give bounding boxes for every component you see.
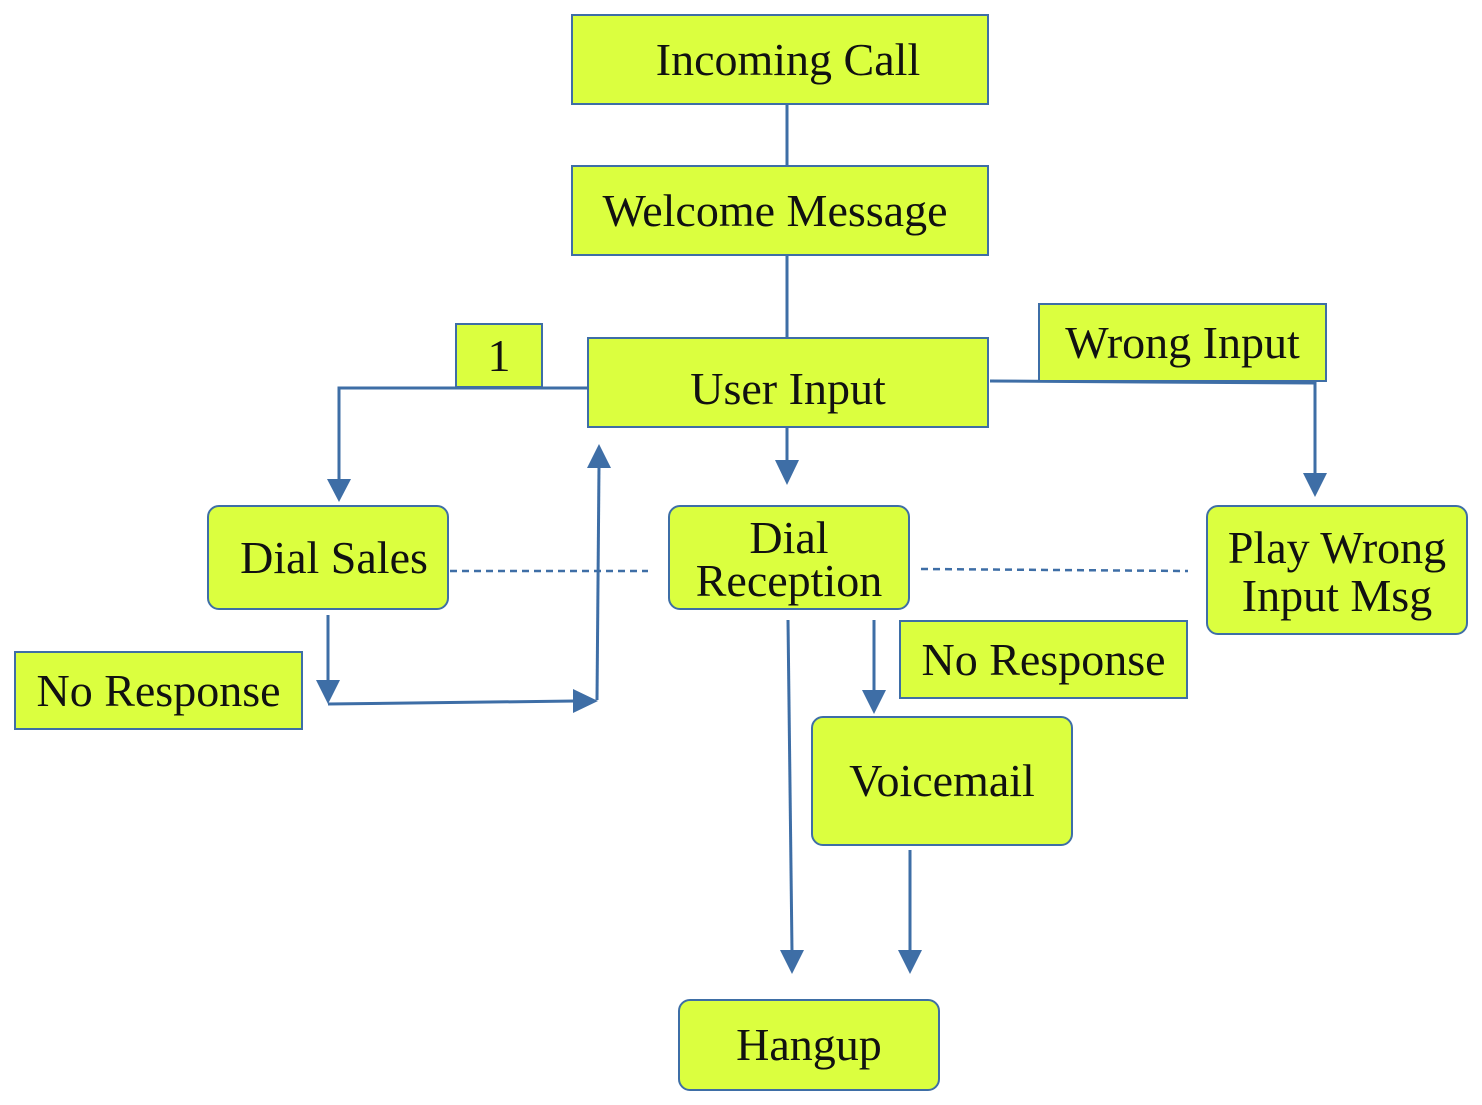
node-user-input-label: User Input (690, 362, 886, 414)
node-incoming-call: Incoming Call (571, 14, 989, 105)
node-voicemail-label: Voicemail (849, 755, 1035, 806)
edge-noresponse-right (327, 699, 576, 706)
edge-label-wrong-input: Wrong Input (1038, 303, 1327, 382)
node-dial-sales: Dial Sales (207, 505, 449, 610)
arrowhead-wrong (1303, 473, 1327, 497)
arrowhead-sales-down (316, 680, 340, 704)
node-dial-reception-line1: Dial (749, 512, 829, 564)
edge-label-no-response-sales-text: No Response (36, 664, 281, 716)
arrowhead-reception (775, 460, 799, 485)
node-play-wrong-input-msg: Play Wrong Input Msg (1206, 505, 1468, 635)
edge-label-wrong-input-text: Wrong Input (1065, 316, 1300, 368)
edge-userinput-to-dialsales (337, 386, 587, 480)
node-hangup-label: Hangup (736, 1019, 882, 1070)
arrowhead-right (573, 689, 598, 713)
node-dial-reception: Dial Reception (668, 505, 910, 610)
edge-label-no-response-reception-text: No Response (921, 633, 1166, 685)
edge-loop-up (595, 465, 601, 701)
edge-label-option-1-text: 1 (487, 329, 511, 381)
node-incoming-call-label: Incoming Call (655, 33, 921, 85)
node-welcome-message-label: Welcome Message (602, 184, 948, 236)
node-user-input: User Input (587, 337, 989, 428)
arrowhead-dialsales (327, 479, 351, 502)
edge-userinput-to-wrong (989, 379, 1317, 475)
edge-label-no-response-reception: No Response (899, 620, 1188, 699)
arrowhead-hangup-left (780, 950, 804, 974)
node-dial-reception-line2: Reception (695, 554, 883, 606)
node-dial-sales-label: Dial Sales (240, 531, 428, 583)
edge-label-option-1: 1 (455, 323, 543, 388)
arrowhead-hangup-right (898, 950, 922, 974)
dotted-reception-wrong (920, 567, 1189, 573)
arrowhead-voicemail (862, 690, 886, 714)
node-voicemail: Voicemail (811, 716, 1073, 846)
edge-label-no-response-sales: No Response (14, 651, 303, 730)
node-play-wrong-line1: Play Wrong (1227, 521, 1447, 573)
node-hangup: Hangup (678, 999, 940, 1091)
node-welcome-message: Welcome Message (571, 165, 989, 256)
node-play-wrong-line2: Input Msg (1241, 570, 1433, 621)
edge-reception-to-hangup (786, 619, 794, 953)
arrowhead-up (587, 444, 611, 468)
